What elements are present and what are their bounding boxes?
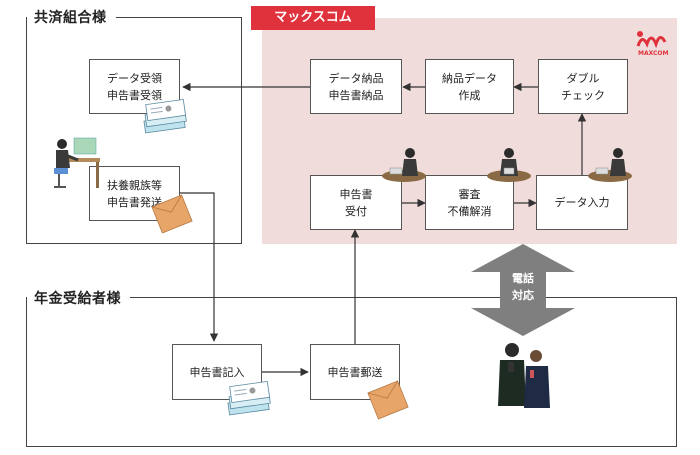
union-title-rule xyxy=(116,17,242,18)
box-data-input-line1: データ入力 xyxy=(554,196,610,209)
document-stack-icon xyxy=(143,98,187,134)
envelope-icon xyxy=(151,194,193,234)
box-create-data-line1: 納品データ xyxy=(442,71,497,85)
phone-support-arrow xyxy=(471,244,575,336)
box-accept-form-line2: 受付 xyxy=(345,204,367,218)
box-double-check-line2: チェック xyxy=(561,88,605,102)
box-data-deliver-line1: データ納品 xyxy=(328,71,384,85)
box-accept-form-line1: 申告書 xyxy=(339,187,373,201)
box-data-input: データ入力 xyxy=(536,175,628,230)
phone-label-line2: 対応 xyxy=(512,289,534,302)
arrow-send-to-fill xyxy=(180,192,219,342)
pensioner-section-frame xyxy=(26,297,677,447)
phone-support-label: 電話 対応 xyxy=(500,270,546,304)
pensioner-title-rule xyxy=(130,297,677,298)
maxcom-title: マックスコム xyxy=(251,6,375,30)
maxcom-logo: MAXCOM xyxy=(632,24,672,60)
box-review: 審査 不備解消 xyxy=(425,175,514,230)
box-double-check: ダブル チェック xyxy=(538,59,628,114)
phone-label-line1: 電話 xyxy=(512,272,534,285)
box-review-line1: 審査 xyxy=(458,187,481,201)
union-section-frame xyxy=(26,17,242,244)
box-create-data-line2: 作成 xyxy=(458,88,481,102)
box-data-receive-line1: データ受領 xyxy=(107,71,162,85)
box-review-line2: 不備解消 xyxy=(447,204,492,218)
envelope-icon xyxy=(367,380,409,420)
box-create-data: 納品データ 作成 xyxy=(425,59,514,114)
box-accept-form: 申告書 受付 xyxy=(310,175,402,230)
box-data-deliver: データ納品 申告書納品 xyxy=(310,59,402,114)
box-data-deliver-line2: 申告書納品 xyxy=(328,88,384,102)
maxcom-logo-text: MAXCOM xyxy=(638,50,669,57)
box-mail-form-line1: 申告書郵送 xyxy=(327,365,383,379)
union-section-title: 共済組合様 xyxy=(34,10,107,26)
box-double-check-line1: ダブル xyxy=(566,71,600,85)
staff-at-desk-icon xyxy=(382,148,426,182)
box-send-form-line2: 申告書発送 xyxy=(107,195,162,209)
staff-at-desk-icon xyxy=(588,148,632,182)
box-data-receive-line2: 申告書受領 xyxy=(107,88,162,102)
maxcom-logo-mark-icon xyxy=(636,31,667,49)
staff-at-desk-icon xyxy=(487,148,531,182)
pensioners-on-phone-icon xyxy=(498,343,550,408)
document-stack-icon xyxy=(227,380,271,416)
box-send-form-line1: 扶養親族等 xyxy=(107,178,162,192)
office-worker-desk-icon xyxy=(54,137,100,188)
pensioner-section-title: 年金受給者様 xyxy=(34,291,121,307)
box-fill-form-line1: 申告書記入 xyxy=(189,365,245,379)
